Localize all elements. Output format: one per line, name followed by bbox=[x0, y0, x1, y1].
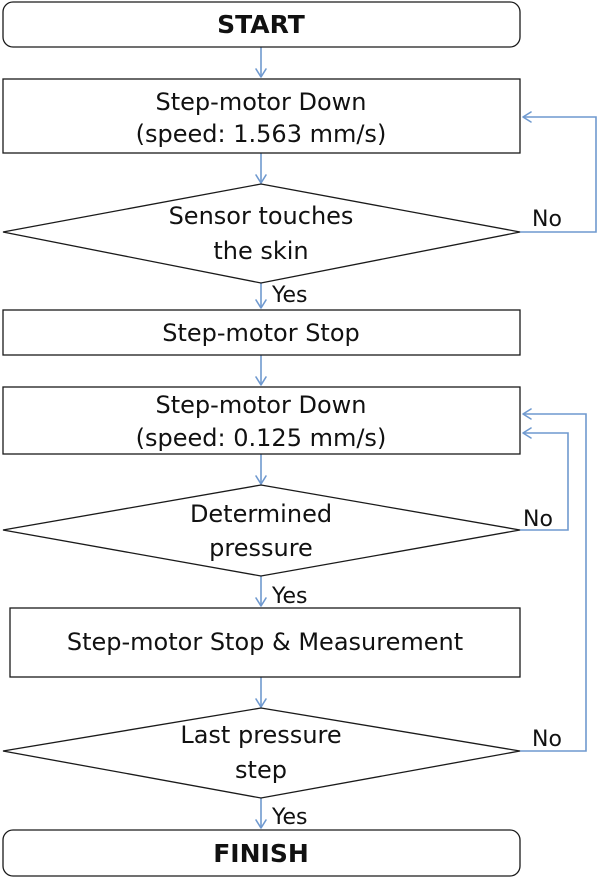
finish-node: FINISH bbox=[2, 829, 521, 877]
decision-pressure-node: Determined pressure No Yes bbox=[2, 484, 553, 609]
stop-measure-node: Step-motor Stop & Measurement bbox=[9, 607, 521, 678]
decision-touch-node: Sensor touches the skin No Yes bbox=[2, 183, 562, 308]
start-terminal-shape bbox=[2, 1, 521, 48]
decision-touch-line1: Sensor touches bbox=[169, 202, 354, 230]
decision-last-diamond bbox=[2, 707, 521, 799]
arrowhead-icon bbox=[255, 174, 267, 184]
decision-touch-diamond bbox=[2, 183, 521, 284]
decision-pressure-line1: Determined bbox=[190, 500, 332, 528]
decision-touch-line2: the skin bbox=[213, 237, 308, 265]
arrow-decision-touch-no-loop bbox=[520, 116, 597, 233]
arrowhead-icon bbox=[255, 597, 267, 607]
arrowhead-icon bbox=[255, 68, 267, 78]
decision-touch-yes-label: Yes bbox=[271, 283, 308, 308]
stop-measure-box bbox=[9, 607, 521, 678]
motor-down-2-node: Step-motor Down (speed: 0.125 mm/s) bbox=[2, 386, 521, 455]
decision-touch-no-label: No bbox=[532, 207, 562, 232]
motor-down-1-node: Step-motor Down (speed: 1.563 mm/s) bbox=[2, 78, 521, 154]
stop-measure-label: Step-motor Stop & Measurement bbox=[67, 628, 463, 656]
arrowhead-icon bbox=[255, 475, 267, 485]
decision-pressure-line2: pressure bbox=[209, 534, 313, 562]
arrow-decision-last-no-loop bbox=[520, 413, 587, 752]
arrowhead-icon bbox=[255, 698, 267, 708]
motor-down-1-line1: Step-motor Down bbox=[156, 88, 367, 116]
connectors bbox=[255, 47, 597, 829]
start-node: START bbox=[2, 1, 521, 48]
finish-terminal-shape bbox=[2, 829, 521, 877]
decision-pressure-yes-label: Yes bbox=[271, 584, 308, 609]
motor-down-1-box bbox=[2, 78, 521, 154]
motor-down-2-box bbox=[2, 386, 521, 455]
motor-down-2-line1: Step-motor Down bbox=[156, 391, 367, 419]
motor-stop-node: Step-motor Stop bbox=[2, 309, 521, 356]
decision-pressure-diamond bbox=[2, 484, 521, 577]
arrowhead-icon bbox=[255, 819, 267, 829]
motor-stop-box bbox=[2, 309, 521, 356]
arrowhead-icon bbox=[255, 299, 267, 309]
arrow-decision-pressure-no-loop bbox=[520, 432, 569, 531]
motor-down-1-line2: (speed: 1.563 mm/s) bbox=[136, 120, 387, 148]
decision-last-yes-label: Yes bbox=[271, 805, 308, 830]
arrowhead-icon bbox=[522, 111, 532, 123]
arrowhead-icon bbox=[255, 376, 267, 386]
motor-down-2-line2: (speed: 0.125 mm/s) bbox=[136, 424, 387, 452]
decision-last-line2: step bbox=[235, 756, 287, 784]
motor-stop-label: Step-motor Stop bbox=[162, 319, 360, 347]
decision-pressure-no-label: No bbox=[523, 507, 553, 532]
decision-last-no-label: No bbox=[532, 727, 562, 752]
arrowhead-icon bbox=[522, 408, 532, 420]
decision-last-node: Last pressure step No Yes bbox=[2, 707, 562, 830]
arrowhead-icon bbox=[522, 427, 532, 439]
decision-last-line1: Last pressure bbox=[180, 721, 341, 749]
start-label: START bbox=[217, 10, 305, 39]
finish-label: FINISH bbox=[213, 839, 309, 868]
